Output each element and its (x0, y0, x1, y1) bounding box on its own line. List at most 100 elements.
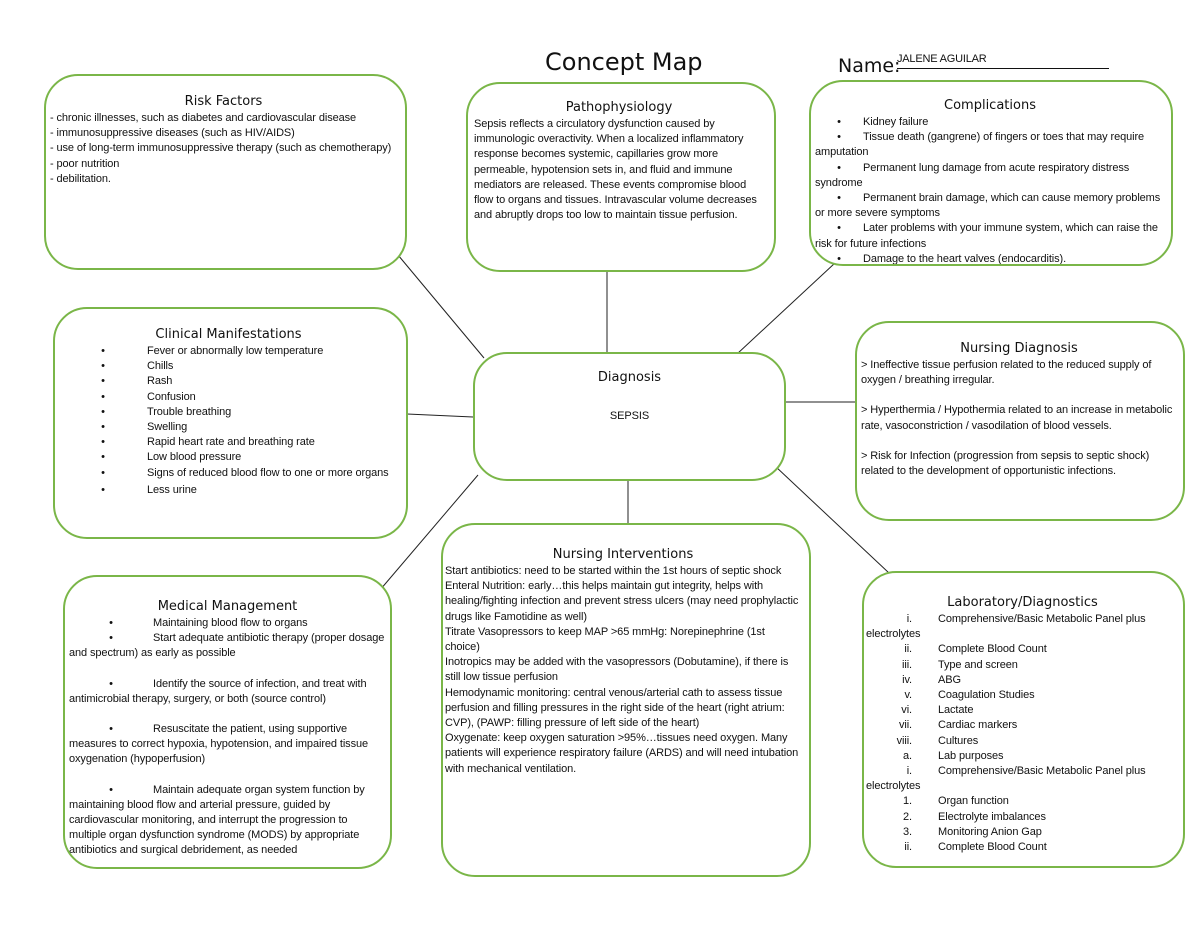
list-item: - immunosuppressive diseases (such as HI… (50, 127, 295, 140)
clinical-manifestations-list: •Fever or abnormally low temperature •Ch… (59, 344, 398, 498)
bullet-icon: • (101, 436, 105, 449)
list-item: •Rash (59, 374, 398, 389)
medical-management-box: Medical Management •Maintaining blood fl… (63, 575, 392, 869)
list-item: 2.Electrolyte imbalances (903, 810, 1046, 823)
bullet-icon: • (109, 723, 113, 736)
connector-clinical-manifestations (406, 413, 474, 418)
nursing-diagnosis-box: Nursing Diagnosis > Ineffective tissue p… (855, 321, 1185, 521)
list-item: •Later problems with your immune system,… (815, 222, 1158, 250)
list-item: Hemodynamic monitoring: central venous/a… (445, 686, 785, 730)
bullet-icon: • (101, 375, 105, 388)
list-item: •Maintain adequate organ system function… (69, 783, 365, 857)
pathophysiology-title: Pathophysiology (565, 100, 673, 115)
list-item: Titrate Vasopressors to keep MAP >65 mmH… (445, 625, 765, 654)
list-item: •Resuscitate the patient, using supporti… (69, 723, 369, 766)
list-item: > Hyperthermia / Hypothermia related to … (861, 404, 1173, 432)
bullet-icon: • (837, 131, 841, 144)
list-item: •Damage to the heart valves (endocarditi… (815, 252, 1165, 265)
complications-list: •Kidney failure •Tissue death (gangrene)… (815, 115, 1165, 265)
list-item: •Identify the source of infection, and t… (69, 677, 367, 705)
nursing-interventions-title: Nursing Interventions (552, 547, 694, 562)
page-title: Concept Map (545, 48, 703, 76)
bullet-icon: • (101, 360, 105, 373)
bullet-icon: • (101, 466, 105, 479)
list-item: i.Comprehensive/Basic Metabolic Panel pl… (866, 613, 1146, 641)
list-item: iii.Type and screen (902, 658, 1018, 671)
list-item: •Permanent brain damage, which can cause… (815, 192, 1161, 220)
list-item: •Kidney failure (815, 115, 1165, 130)
bullet-icon: • (837, 161, 841, 174)
list-item: •Start adequate antibiotic therapy (prop… (69, 632, 385, 660)
diagnosis-title: Diagnosis (597, 370, 662, 385)
laboratory-diagnostics-box: Laboratory/Diagnostics i.Comprehensive/B… (862, 571, 1185, 868)
list-item: •Swelling (59, 420, 398, 435)
laboratory-title: Laboratory/Diagnostics (947, 595, 1098, 610)
bullet-icon: • (109, 677, 113, 690)
list-item: •Fever or abnormally low temperature (59, 344, 398, 359)
list-item: •Less urine (59, 483, 398, 498)
list-item: vi.Lactate (901, 704, 974, 717)
list-item: ii.Complete Blood Count (904, 643, 1047, 656)
list-item: •Signs of reduced blood flow to one or m… (59, 466, 398, 481)
medical-management-list: •Maintaining blood flow to organs •Start… (69, 616, 386, 859)
list-item: •Confusion (59, 390, 398, 405)
connector-risk-factors (397, 254, 485, 359)
bullet-icon: • (109, 632, 113, 645)
diagnosis-value: SEPSIS (609, 410, 650, 422)
laboratory-list: i.Comprehensive/Basic Metabolic Panel pl… (866, 612, 1179, 855)
diagnosis-box: Diagnosis SEPSIS (473, 352, 786, 481)
list-item: Enteral Nutrition: early…this helps main… (445, 580, 799, 623)
list-item: •Tissue death (gangrene) of fingers or t… (815, 131, 1145, 159)
complications-title: Complications (944, 98, 1036, 113)
list-item: > Risk for Infection (progression from s… (861, 449, 1150, 478)
list-item: •Permanent lung damage from acute respir… (815, 161, 1130, 189)
list-item: Start antibiotics: need to be started wi… (445, 565, 782, 577)
risk-factors-list: - chronic illnesses, such as diabetes an… (50, 111, 397, 187)
name-field: JALENE AGUILAR (897, 53, 1109, 69)
pathophysiology-text: Sepsis reflects a circulatory dysfunctio… (474, 118, 757, 222)
risk-factors-box: Risk Factors - chronic illnesses, such a… (44, 74, 407, 270)
list-item: vii.Cardiac markers (898, 719, 1018, 732)
list-item: v.Coagulation Studies (904, 689, 1035, 702)
bullet-icon: • (101, 483, 105, 496)
list-item: - chronic illnesses, such as diabetes an… (50, 112, 357, 124)
nursing-diagnosis-list: > Ineffective tissue perfusion related t… (861, 358, 1177, 479)
clinical-manifestations-box: Clinical Manifestations •Fever or abnorm… (53, 307, 408, 539)
connector-medical-management (379, 474, 479, 591)
bullet-icon: • (837, 192, 841, 205)
list-item: - debilitation. (50, 172, 111, 185)
bullet-icon: • (101, 421, 105, 434)
bullet-icon: • (109, 617, 113, 629)
clinical-manifestations-title: Clinical Manifestations (155, 327, 302, 342)
list-item: > Ineffective tissue perfusion related t… (861, 359, 1152, 387)
list-item: Oxygenate: keep oxygen saturation >95%…t… (445, 732, 799, 775)
bullet-icon: • (101, 390, 105, 403)
name-label: Name: (838, 55, 901, 77)
list-item: •Rapid heart rate and breathing rate (59, 435, 398, 450)
list-item: 1.Organ function (903, 795, 1009, 808)
list-item: a.Lab purposes (903, 749, 1004, 762)
complications-box: Complications •Kidney failure •Tissue de… (809, 80, 1173, 266)
list-item: •Low blood pressure (59, 450, 398, 465)
risk-factors-title: Risk Factors (184, 94, 263, 109)
bullet-icon: • (837, 222, 841, 235)
nursing-diagnosis-title: Nursing Diagnosis (960, 341, 1078, 356)
bullet-icon: • (101, 405, 105, 418)
bullet-icon: • (837, 116, 841, 128)
pathophysiology-box: Pathophysiology Sepsis reflects a circul… (466, 82, 776, 272)
connector-laboratory (774, 465, 890, 574)
nursing-interventions-box: Nursing Interventions Start antibiotics:… (441, 523, 811, 877)
list-item: •Trouble breathing (59, 405, 398, 420)
bullet-icon: • (101, 451, 105, 464)
list-item: ii.Complete Blood Count (904, 841, 1047, 854)
bullet-icon: • (837, 252, 841, 265)
list-item: Inotropics may be added with the vasopre… (445, 656, 789, 684)
nursing-interventions-list: Start antibiotics: need to be started wi… (445, 564, 801, 777)
connector-complications (736, 262, 836, 355)
list-item: •Maintaining blood flow to organs (69, 616, 386, 631)
list-item: iv.ABG (902, 673, 961, 686)
list-item: i.Comprehensive/Basic Metabolic Panel pl… (866, 765, 1146, 793)
medical-management-title: Medical Management (157, 599, 298, 614)
list-item: - use of long-term immunosuppressive the… (50, 142, 392, 155)
